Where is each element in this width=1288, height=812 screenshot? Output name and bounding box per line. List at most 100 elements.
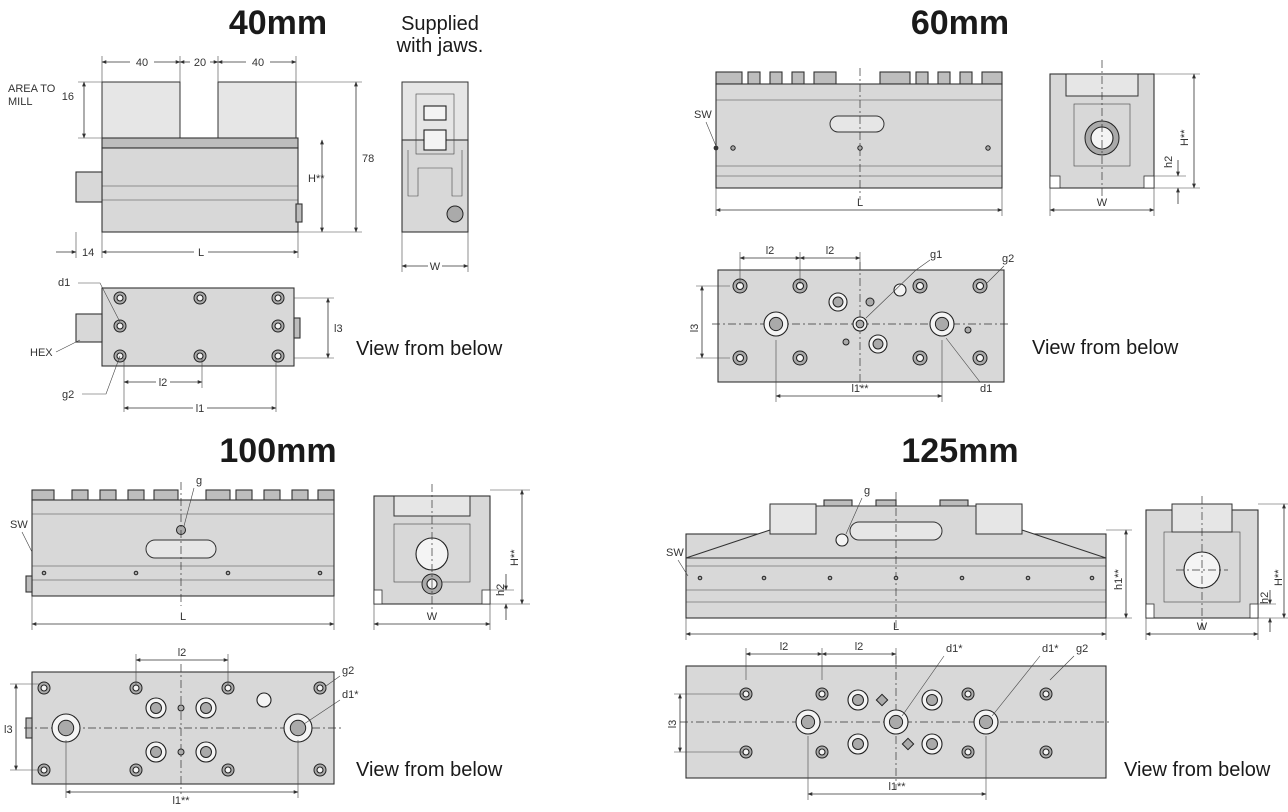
mounting-hole-bore: [274, 352, 282, 360]
jaw-tooth: [879, 71, 911, 85]
dim-40-left: 40: [136, 57, 148, 69]
label-g2-60: g2: [1002, 253, 1014, 265]
mounting-hole-bore: [274, 322, 282, 330]
mounting-hole-bore: [40, 766, 48, 774]
section-title-40mm: 40mm: [229, 4, 327, 42]
dim-l2b-60: l2: [826, 245, 835, 257]
reference-hole: [256, 692, 272, 708]
dim-l1-125: l1**: [888, 781, 906, 793]
mounting-hole-bore: [795, 353, 805, 363]
section-title-125mm: 125mm: [901, 432, 1018, 470]
label-sw-100: SW: [10, 519, 28, 531]
view-from-below-125: View from below: [1124, 759, 1271, 781]
label-g2-125: g2: [1076, 643, 1088, 655]
dim-l1-60: l1**: [851, 383, 869, 395]
dim-l2-100: l2: [178, 647, 187, 659]
dim-w-100: W: [427, 611, 438, 623]
locating-bore-inner: [852, 694, 864, 706]
mounting-hole-bore: [818, 690, 826, 698]
section-title-60mm: 60mm: [911, 4, 1009, 42]
side-view-100mm: W H** h2: [373, 484, 530, 630]
supplied-note-line1: Supplied: [401, 13, 479, 35]
pin-hole: [842, 338, 850, 346]
mounting-hole-bore: [224, 766, 232, 774]
dim-h2-100: h2: [495, 584, 507, 596]
mounting-hole-bore: [1042, 690, 1050, 698]
mounting-hole-bore: [964, 748, 972, 756]
mounting-hole-bore: [1042, 748, 1050, 756]
jaw-tooth: [153, 489, 179, 501]
jaw-tooth: [291, 489, 309, 501]
dim-16: 16: [62, 91, 74, 103]
fixing-screw: [697, 575, 703, 581]
dim-78: 78: [362, 153, 374, 165]
dim-l3-40: l3: [334, 323, 343, 335]
dim-h-40: H**: [308, 173, 325, 185]
jaw-tooth: [317, 489, 335, 501]
jaw-tooth: [813, 71, 837, 85]
jaw-left: [101, 81, 181, 139]
dim-h-60: H**: [1179, 129, 1191, 146]
view-from-below-60: View from below: [1032, 337, 1179, 359]
dim-l3-100: l3: [4, 724, 13, 736]
dim-h2-60: h2: [1163, 156, 1175, 168]
fixing-screw: [1089, 575, 1095, 581]
jaw-tooth: [747, 71, 761, 85]
mounting-hole-bore: [735, 353, 745, 363]
jaw-slide: [101, 137, 299, 149]
pin-hole: [875, 693, 889, 707]
dim-l3-60: l3: [689, 324, 701, 333]
side-view-40mm: W: [401, 81, 469, 273]
spindle-stub: [75, 171, 103, 203]
dim-l1-40: l1: [196, 403, 205, 415]
locating-bore-inner: [57, 719, 75, 737]
locating-bore-inner: [800, 714, 816, 730]
mounting-hole-bore: [316, 766, 324, 774]
reference-hole: [893, 283, 907, 297]
jaw-tooth: [263, 489, 281, 501]
front-view-40mm: 40 20 40 AREA TO MILL 16 78 H**: [8, 55, 374, 259]
section-125mm: 125mm SW g L: [666, 432, 1288, 800]
jaw-tooth: [31, 489, 55, 501]
front-view-60mm: SW L: [694, 68, 1003, 216]
jaw-tooth: [959, 71, 973, 85]
dim-h2-125: h2: [1259, 592, 1271, 604]
label-g2-100: g2: [342, 665, 354, 677]
locating-bore-inner: [150, 702, 162, 714]
locating-bore-inner: [978, 714, 994, 730]
fixing-screw: [827, 575, 833, 581]
section-title-100mm: 100mm: [219, 432, 336, 470]
dim-l2-40: l2: [159, 377, 168, 389]
mounting-hole-bore: [975, 281, 985, 291]
dim-l-40: L: [198, 247, 204, 259]
bottom-view-125mm: l2 l2 l3 l1** d1* d1* g2 View from below: [667, 641, 1271, 800]
label-g1-60: g1: [930, 249, 942, 261]
dim-l-125: L: [893, 621, 899, 633]
jaw-tooth: [715, 71, 743, 85]
label-g-125: g: [864, 485, 870, 497]
locating-bore-inner: [832, 296, 844, 308]
dim-l2a-125: l2: [780, 641, 789, 653]
locating-bore-inner: [150, 746, 162, 758]
dim-l1-100: l1**: [172, 795, 190, 807]
dim-w-125: W: [1197, 621, 1208, 633]
front-view-125mm: SW g L h1**: [666, 485, 1132, 640]
jaw-tooth: [791, 71, 805, 85]
dim-h-125: H**: [1273, 569, 1285, 586]
dim-w-60: W: [1097, 197, 1108, 209]
mounting-hole-bore: [132, 766, 140, 774]
mounting-hole-bore: [196, 294, 204, 302]
label-d1b-125: d1*: [1042, 643, 1059, 655]
dim-l3-125: l3: [667, 720, 679, 729]
dim-20: 20: [194, 57, 206, 69]
label-d1a-125: d1*: [946, 643, 963, 655]
mounting-hole-bore: [116, 322, 124, 330]
supplied-note-line2: with jaws.: [396, 35, 484, 57]
fixing-screw: [1025, 575, 1031, 581]
fixing-screw: [959, 575, 965, 581]
locating-bore-inner: [200, 746, 212, 758]
label-d1-60: d1: [980, 383, 992, 395]
mounting-hole-bore: [196, 352, 204, 360]
mounting-hole-bore: [316, 684, 324, 692]
